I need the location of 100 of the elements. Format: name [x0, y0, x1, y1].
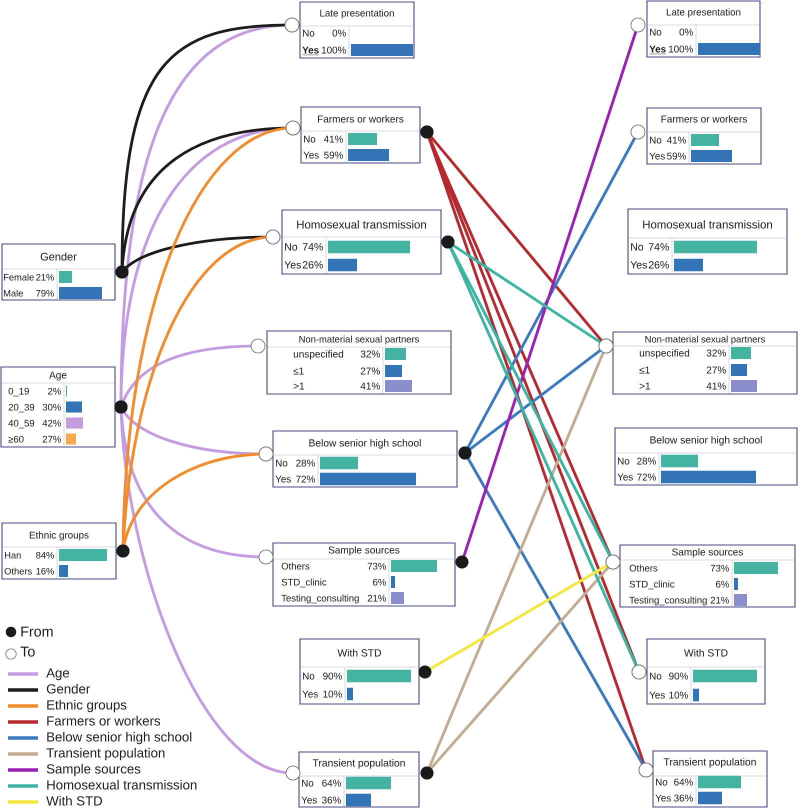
percent-value: 74% — [302, 243, 323, 250]
category-label: Others — [4, 568, 32, 575]
percent-value: 10% — [323, 690, 342, 698]
category-label: No — [302, 780, 314, 787]
percent-value: 26% — [648, 261, 669, 269]
percent-value: 32% — [360, 350, 380, 358]
percent-value: 26% — [302, 261, 323, 269]
category-label: Yes — [275, 476, 291, 483]
category-label: No — [650, 28, 662, 36]
percent-value: 6% — [373, 578, 386, 586]
category-label: ≤1 — [640, 366, 650, 374]
percent-value: 27% — [360, 367, 380, 374]
percent-value: 41% — [666, 136, 686, 144]
table-box — [646, 638, 766, 705]
percent-value: 28% — [296, 460, 315, 467]
category-label: Yes — [284, 261, 301, 269]
percent-value: 27% — [42, 436, 61, 442]
table-box — [300, 106, 421, 164]
category-label: 0_19 — [8, 388, 29, 396]
legend-label: Age — [46, 668, 70, 680]
percent-value: 72% — [296, 476, 315, 482]
percent-value: 73% — [710, 564, 729, 572]
category-label: No — [303, 672, 314, 680]
percent-value: 72% — [637, 474, 656, 480]
percent-value: 41% — [706, 382, 726, 390]
percent-value: 27% — [706, 366, 726, 374]
category-label: Yes — [649, 152, 665, 160]
table-box — [1, 243, 116, 301]
table-box — [298, 751, 420, 808]
category-label: 20_39 — [8, 404, 34, 412]
category-label: >1 — [294, 382, 304, 390]
table-title: With STD — [338, 648, 382, 657]
category-label: STD_clinic — [630, 580, 674, 590]
table-title: Late presentation — [666, 8, 740, 18]
table-title: Transient population — [664, 758, 756, 768]
percent-value: 41% — [324, 136, 343, 142]
category-label: STD_clinic — [282, 578, 326, 588]
connector — [442, 236, 646, 680]
category-label: Yes — [649, 692, 665, 699]
percent-value: 10% — [669, 692, 688, 699]
table-box — [612, 331, 798, 395]
legend-label: Sample sources — [46, 764, 140, 776]
category-label: Male — [4, 290, 23, 297]
table-title: Homosexual transmission — [643, 220, 772, 229]
percent-value: 28% — [637, 458, 656, 465]
table-box — [627, 208, 788, 275]
table-box — [281, 209, 442, 275]
category-label: No — [303, 30, 314, 37]
category-label: No — [276, 460, 288, 467]
table-title: Below senior high school — [650, 436, 762, 446]
category-label: No — [304, 136, 316, 143]
category-label: Yes — [302, 690, 318, 698]
category-label: >1 — [640, 382, 650, 390]
percent-value: 73% — [368, 562, 386, 570]
category-label: No — [618, 458, 630, 465]
percent-value: 79% — [36, 290, 54, 297]
table-title: Ethnic groups — [30, 531, 89, 540]
category-label: Yes — [630, 261, 647, 269]
percent-value: 0% — [680, 28, 693, 36]
table-title: Sample sources — [328, 546, 400, 556]
table-title: Below senior high school — [309, 439, 421, 449]
category-label: Yes — [617, 474, 633, 481]
category-label: No — [631, 243, 644, 251]
table-box — [619, 544, 796, 608]
legend-label: With STD — [46, 796, 102, 806]
table-title: Farmers or workers — [318, 115, 404, 123]
category-label: No — [650, 672, 662, 680]
category-label: unspecified — [640, 349, 690, 359]
category-label: Female — [4, 274, 34, 281]
percent-value: 84% — [36, 552, 54, 559]
category-label: No — [650, 136, 662, 144]
percent-value: 74% — [648, 243, 669, 250]
table-title: Homosexual transmission — [297, 220, 426, 229]
table-box — [272, 542, 456, 607]
table-title: With STD — [684, 648, 728, 657]
legend-label: Transient population — [46, 748, 164, 760]
table-title: Age — [49, 372, 66, 381]
percent-value: 100% — [668, 46, 693, 53]
table-box — [614, 427, 798, 486]
percent-value: 90% — [669, 672, 688, 680]
category-label: ≤1 — [294, 368, 304, 374]
percent-value: 90% — [323, 672, 342, 680]
percent-value: 0% — [332, 30, 346, 37]
category-label: Others — [282, 562, 310, 570]
table-box — [1, 522, 117, 580]
percent-value: 6% — [716, 580, 729, 588]
percent-value: 41% — [360, 382, 380, 390]
table-box — [299, 1, 415, 59]
category-label: Testing_consulting — [629, 596, 707, 606]
category-label: No — [285, 243, 298, 251]
table-box — [0, 366, 116, 448]
table-title: Farmers or workers — [661, 115, 747, 123]
percent-value: 16% — [36, 568, 54, 575]
table-title: Non-material sexual partners — [645, 336, 765, 344]
legend-label: To — [20, 646, 35, 657]
percent-value: 59% — [324, 152, 343, 159]
legend-label: Homosexual transmission — [47, 780, 196, 790]
percent-value: 21% — [368, 594, 386, 602]
percent-value: 100% — [322, 46, 346, 54]
percent-value: 21% — [710, 596, 729, 604]
